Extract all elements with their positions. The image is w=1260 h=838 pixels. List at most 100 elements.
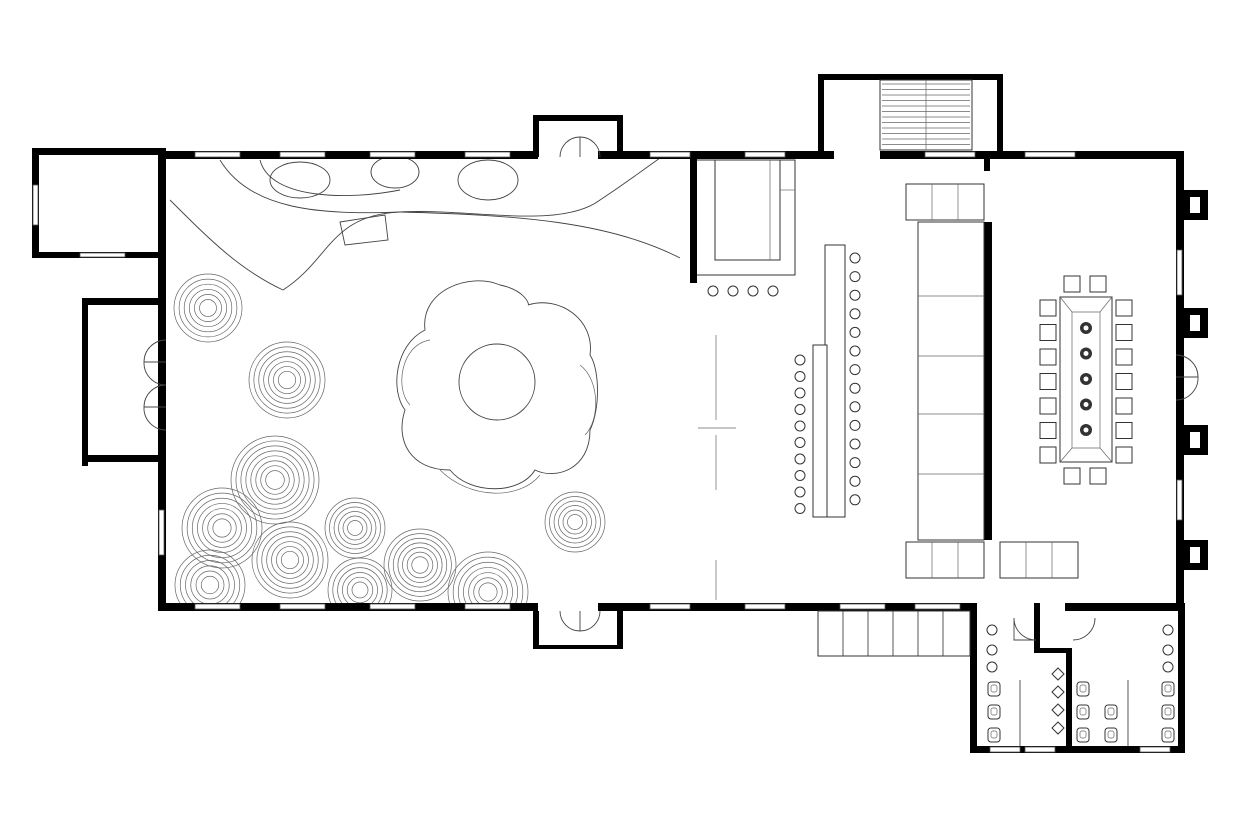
bar-stool bbox=[794, 404, 806, 415]
bar-stool bbox=[849, 419, 861, 431]
window bbox=[914, 603, 961, 610]
floor-ring bbox=[411, 556, 429, 574]
toilet-bowl bbox=[990, 684, 998, 693]
floor-ring bbox=[256, 526, 324, 594]
floor-ring bbox=[276, 546, 304, 574]
bar-stool bbox=[849, 252, 861, 264]
bar-stool bbox=[849, 382, 861, 394]
toilet-bowl bbox=[990, 707, 998, 716]
bar-stool bbox=[794, 354, 806, 366]
toilet-bowl bbox=[1079, 684, 1087, 693]
toilet-icon bbox=[1076, 727, 1090, 743]
window bbox=[839, 603, 886, 610]
floor-ring bbox=[181, 487, 263, 569]
window bbox=[464, 603, 511, 610]
floor-ring bbox=[248, 341, 326, 419]
window bbox=[279, 603, 326, 610]
toilet-bowl bbox=[1079, 707, 1087, 716]
floor-ring bbox=[240, 445, 310, 515]
floor-ring bbox=[250, 455, 300, 505]
stool bbox=[747, 285, 759, 297]
chair bbox=[1115, 348, 1133, 366]
windows bbox=[32, 151, 1183, 753]
floor-ring bbox=[558, 505, 592, 539]
toilet-icon bbox=[1104, 704, 1118, 720]
window bbox=[194, 151, 241, 158]
chair bbox=[1063, 275, 1081, 293]
floor-ring bbox=[230, 435, 320, 525]
toilet-icon bbox=[1076, 704, 1090, 720]
floor-ring bbox=[258, 351, 316, 409]
toilet-icon bbox=[1161, 704, 1175, 720]
floor-ring bbox=[253, 346, 321, 414]
floor-ring bbox=[197, 503, 247, 553]
floor-ring bbox=[342, 572, 378, 608]
chair bbox=[1115, 446, 1133, 464]
chair bbox=[1115, 373, 1133, 390]
bar-stool bbox=[849, 494, 861, 506]
floor-ring bbox=[553, 500, 597, 544]
chair bbox=[1039, 422, 1057, 439]
floor-ring bbox=[280, 550, 300, 570]
plant-center bbox=[1083, 325, 1089, 331]
chair bbox=[1115, 299, 1133, 317]
floor-ring bbox=[263, 356, 311, 404]
floor-ring bbox=[383, 528, 457, 602]
floor-ring bbox=[212, 518, 232, 538]
toilet-icon bbox=[987, 681, 1001, 697]
floor-ring bbox=[402, 547, 438, 583]
toilet-bowl bbox=[1164, 707, 1172, 716]
floor-ring bbox=[195, 570, 225, 600]
floor-ring bbox=[544, 491, 606, 553]
sofa-booth bbox=[905, 183, 1079, 579]
floor-ring bbox=[194, 294, 222, 322]
chair bbox=[1039, 446, 1057, 464]
toilet-icon bbox=[1161, 681, 1175, 697]
floor-ring bbox=[207, 513, 237, 543]
plant-center bbox=[1083, 427, 1089, 433]
floor-ring bbox=[342, 515, 368, 541]
toilet-bowl bbox=[1164, 730, 1172, 739]
stool bbox=[707, 285, 719, 297]
floor-ring bbox=[549, 496, 601, 548]
urinal-icon bbox=[986, 624, 998, 636]
floor-ring bbox=[333, 506, 377, 550]
sink-icon bbox=[1051, 685, 1065, 699]
bar-stool bbox=[794, 470, 806, 481]
urinal-icon bbox=[1162, 624, 1174, 636]
bar-stool bbox=[794, 503, 806, 514]
chair bbox=[1089, 275, 1107, 293]
window bbox=[744, 603, 786, 610]
floor-ring bbox=[200, 575, 220, 595]
chair bbox=[1039, 324, 1057, 341]
window bbox=[369, 151, 416, 158]
floor-ring bbox=[271, 541, 309, 579]
chair bbox=[1039, 299, 1057, 317]
sink-icon bbox=[1051, 703, 1065, 717]
floor-ring bbox=[265, 470, 285, 490]
floor-ring bbox=[567, 514, 583, 530]
floor-ring bbox=[397, 542, 443, 588]
floor-pattern-top-wave bbox=[169, 155, 681, 291]
floor-ring bbox=[273, 366, 301, 394]
staircase-top bbox=[879, 79, 973, 151]
window bbox=[464, 151, 511, 158]
toilet-bowl bbox=[1164, 684, 1172, 693]
floor-ring bbox=[235, 440, 315, 520]
floor-ring bbox=[178, 278, 238, 338]
floor-ring bbox=[388, 533, 452, 597]
chair bbox=[1115, 422, 1133, 439]
floor-ring bbox=[562, 509, 588, 535]
urinal-icon bbox=[986, 661, 998, 673]
sink-icon bbox=[1051, 721, 1065, 735]
bar-stool bbox=[849, 438, 861, 450]
staircase-bottom bbox=[817, 610, 971, 657]
plant-center bbox=[1083, 351, 1089, 356]
bar-stool bbox=[794, 371, 806, 382]
floor-ring bbox=[186, 492, 258, 564]
bar-stool bbox=[794, 437, 806, 448]
chair bbox=[1063, 467, 1081, 485]
floor-ring bbox=[347, 520, 363, 536]
bar-stool bbox=[794, 420, 806, 432]
